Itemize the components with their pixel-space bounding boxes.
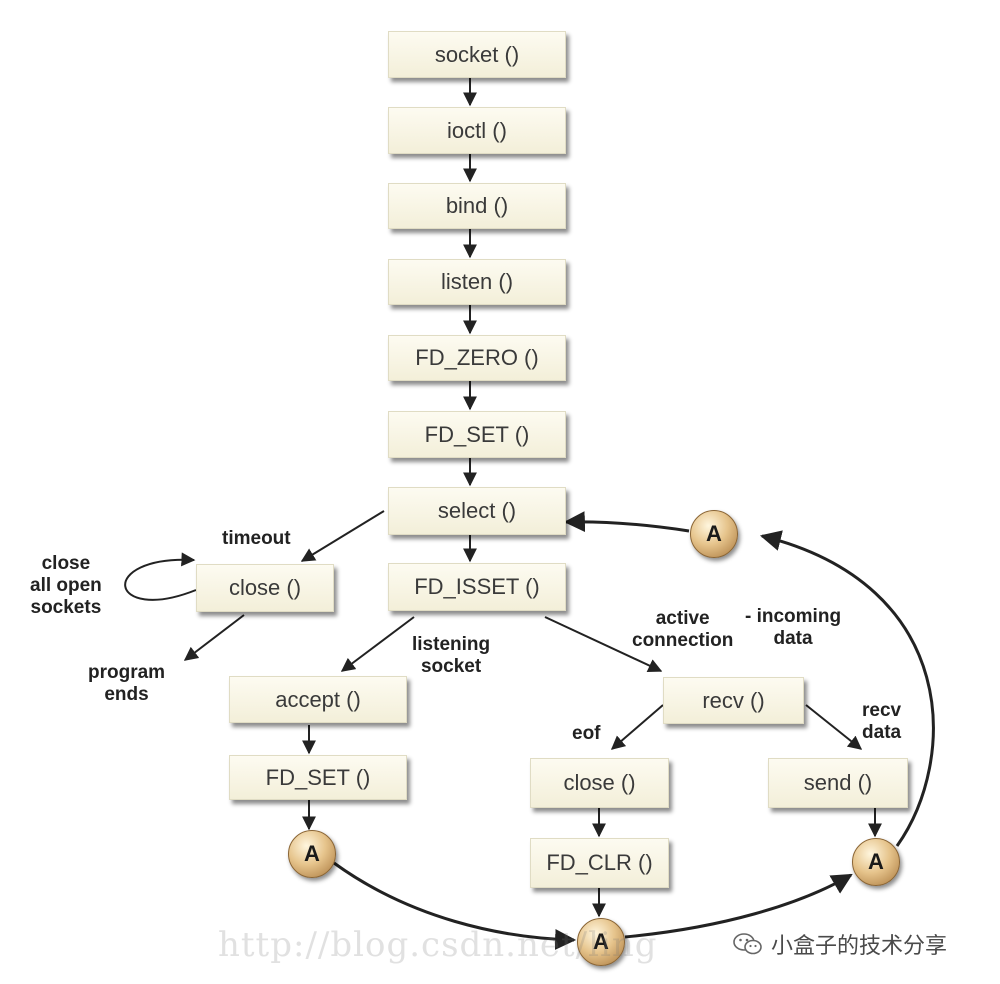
connector-node-top: A: [690, 510, 738, 558]
arrow-recv-send: [805, 704, 863, 750]
arrow-recv-eof: [610, 704, 664, 750]
arrow-node-left-to-bottom: [333, 861, 577, 950]
connector-node-bottom: A: [577, 918, 625, 966]
label-incoming-data: - incoming data: [745, 606, 842, 649]
box-select: select (): [388, 487, 566, 535]
box-fd-set-accept: FD_SET (): [229, 755, 407, 800]
connector-node-right: A: [852, 838, 900, 886]
box-ioctl: ioctl (): [388, 107, 566, 154]
box-send: send (): [768, 758, 908, 808]
arrow-close-loop: [124, 552, 197, 601]
arrow-fdisset-recv: [544, 616, 663, 673]
label-active-connection: active connection: [632, 608, 734, 651]
brand-text: 小盒子的技术分享: [771, 934, 948, 959]
box-listen: listen (): [388, 259, 566, 305]
label-eof: eof: [572, 723, 601, 744]
box-fd-zero: FD_ZERO (): [388, 335, 566, 381]
label-timeout: timeout: [222, 528, 291, 549]
box-socket: socket (): [388, 31, 566, 78]
box-recv: recv (): [663, 677, 804, 724]
arrow-close-program-ends: [183, 614, 245, 661]
box-close-timeout: close (): [196, 564, 334, 612]
label-program-ends: program ends: [88, 662, 166, 705]
arrow-select-close: [300, 510, 385, 562]
box-fd-clr: FD_CLR (): [530, 838, 669, 888]
label-close-all-open-sockets: close all open sockets: [30, 553, 102, 618]
wechat-icon: [733, 933, 762, 955]
label-recv-data: recv data: [862, 700, 902, 743]
connector-node-left: A: [288, 830, 336, 878]
label-listening-socket: listening socket: [412, 634, 491, 677]
box-fd-isset: FD_ISSET (): [388, 563, 566, 611]
box-bind: bind (): [388, 183, 566, 229]
box-fd-set-main: FD_SET (): [388, 411, 566, 458]
url-watermark: http://blog.csdn.net/ling: [218, 925, 658, 965]
arrow-node-top-to-select: [563, 511, 690, 533]
brand-watermark: 小盒子的技术分享: [733, 928, 947, 960]
arrow-node-right-to-top: [759, 530, 935, 847]
box-accept: accept (): [229, 676, 407, 723]
box-close-eof: close (): [530, 758, 669, 808]
arrow-fdisset-accept: [340, 616, 415, 672]
arrow-node-bottom-to-right: [624, 873, 853, 939]
